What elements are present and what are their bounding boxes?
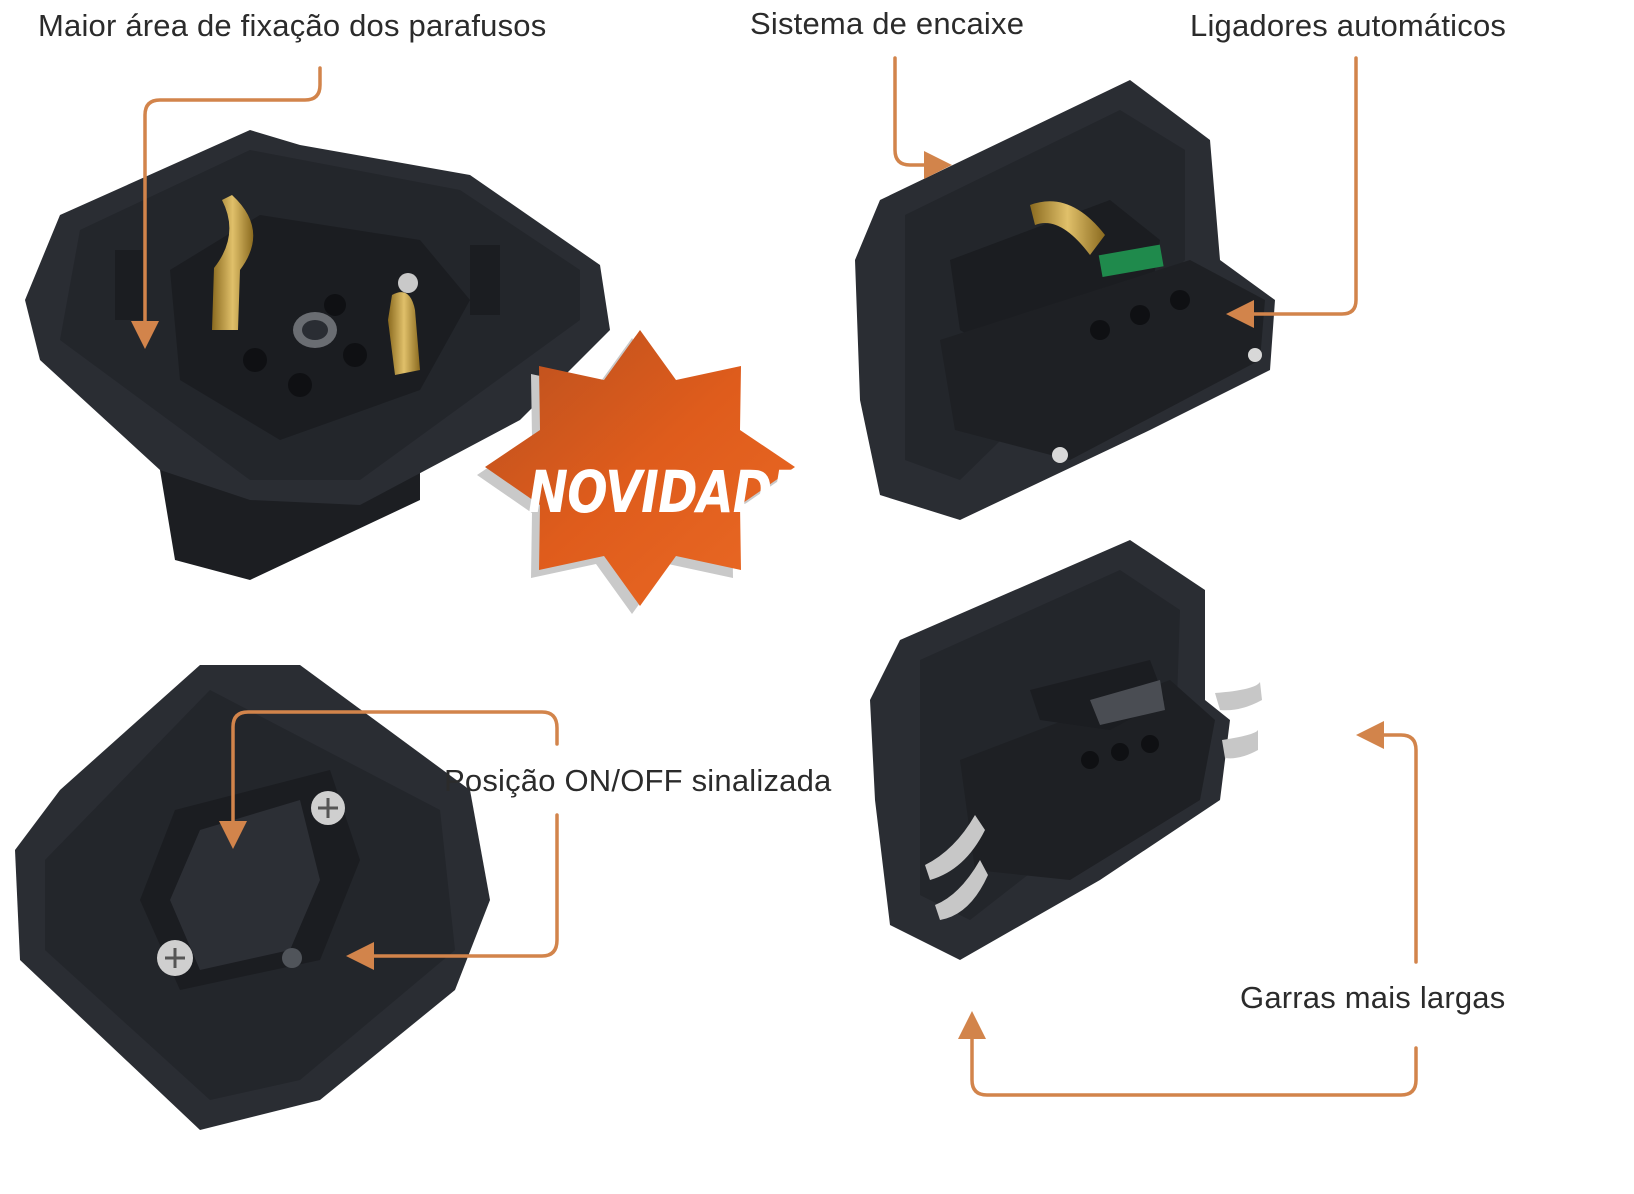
leader-snap-system xyxy=(893,56,952,179)
leader-claws-bottom xyxy=(958,1011,1418,1097)
callout-snap-system: Sistema de encaixe xyxy=(750,6,1025,41)
switch-module-product xyxy=(15,665,490,1130)
novidade-badge xyxy=(477,330,795,614)
socket-base-product xyxy=(25,130,610,580)
leader-on-off-top xyxy=(219,710,559,849)
callout-screw-area: Maior área de fixação dos parafusos xyxy=(38,8,547,43)
callout-wider-claws: Garras mais largas xyxy=(1240,980,1506,1015)
badge-label: NOVIDADE xyxy=(528,458,804,526)
leader-screw-area xyxy=(131,66,322,349)
callout-on-off-position: Posição ON/OFF sinalizada xyxy=(444,763,832,798)
connector-module-product xyxy=(855,80,1275,520)
leader-auto-connectors xyxy=(1226,56,1358,328)
leader-on-off-bottom xyxy=(346,813,559,970)
leader-claws-top xyxy=(1356,721,1418,964)
claw-module-product xyxy=(870,540,1262,960)
callout-auto-connectors: Ligadores automáticos xyxy=(1190,8,1507,43)
